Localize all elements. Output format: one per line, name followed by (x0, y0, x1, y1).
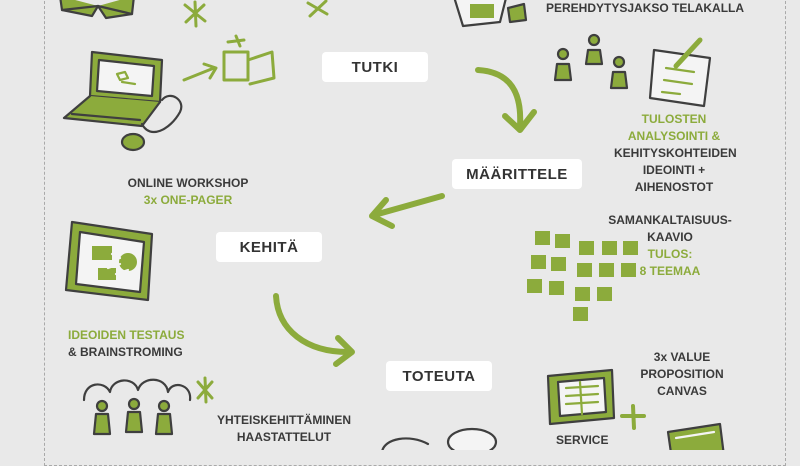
stage-maarittele: MÄÄRITTELE (452, 159, 582, 189)
document-pen-icon (648, 37, 712, 108)
one-pager-line: 3x ONE-PAGER (143, 193, 233, 207)
speech-bubble-icon (381, 427, 498, 450)
mouse-icon (120, 94, 183, 152)
flow-boxes-icon (182, 34, 276, 86)
illustration-layer (59, 0, 725, 450)
people-icon (553, 33, 629, 90)
curved-arrow-icon (273, 293, 355, 367)
stage-tutki: TUTKI (322, 52, 428, 82)
star-icon (306, 0, 329, 18)
value-prop-line-3: CANVAS (657, 384, 707, 398)
value-prop-line-2: PROPOSITION (640, 367, 724, 381)
label-ideoiden-testaus: IDEOIDEN TESTAUS & BRAINSTROMING (68, 327, 184, 361)
curved-arrow-icon (369, 193, 445, 229)
brainstorming-line: & BRAINSTROMING (68, 345, 183, 359)
tulosten-line-2: ANALYSOINTI & (627, 129, 721, 143)
label-samankaltaisuus: SAMANKALTAISUUS- KAAVIO TULOS: 8 TEEMAA (600, 212, 740, 280)
tulosten-line-4: IDEOINTI + (642, 163, 706, 177)
tulos-line-2: 8 TEEMAA (639, 264, 701, 278)
samankaltaisuus-line-2: KAAVIO (647, 230, 693, 244)
stage-toteuta: TOTEUTA (386, 361, 492, 391)
books-icon (59, 0, 135, 20)
photo-board-icon (453, 0, 528, 28)
label-online-workshop: ONLINE WORKSHOP 3x ONE-PAGER (120, 175, 256, 209)
team-icon (82, 376, 214, 436)
samankaltaisuus-line-1: SAMANKALTAISUUS- (608, 213, 732, 227)
stage-kehita: KEHITÄ (216, 232, 322, 262)
tulosten-line-1: TULOSTEN (641, 112, 707, 126)
label-service: SERVICE (556, 433, 609, 447)
sticky-notes-icon (525, 229, 640, 323)
label-tulosten: TULOSTEN ANALYSOINTI & KEHITYSKOHTEIDEN … (614, 111, 737, 196)
tulos-line-1: TULOS: (647, 247, 693, 261)
label-perehdytys: PEREHDYTYSJAKSO TELAKALLA (546, 1, 745, 15)
haastattelut-line: HAASTATTELUT (236, 430, 332, 444)
label-value-proposition: 3x VALUE PROPOSITION CANVAS (624, 349, 740, 400)
tulosten-line-3: KEHITYSKOHTEIDEN (614, 146, 737, 160)
canvas-icon (546, 368, 616, 426)
value-prop-line-1: 3x VALUE (653, 350, 711, 364)
canvas-icon (666, 422, 725, 450)
yhteiskehittaminen-line: YHTEISKEHITTÄMINEN (216, 413, 351, 427)
star-icon (183, 0, 207, 28)
label-yhteiskehittaminen: YHTEISKEHITTÄMINEN HAASTATTELUT (206, 412, 362, 446)
ideoiden-testaus-line: IDEOIDEN TESTAUS (68, 328, 185, 342)
online-workshop-line: ONLINE WORKSHOP (127, 176, 249, 190)
plus-icon (620, 404, 646, 430)
curved-arrow-icon (475, 67, 537, 133)
workshop-board-icon (64, 220, 154, 302)
laptop-icon (62, 50, 164, 128)
tulosten-line-5: AIHENOSTOT (634, 180, 714, 194)
